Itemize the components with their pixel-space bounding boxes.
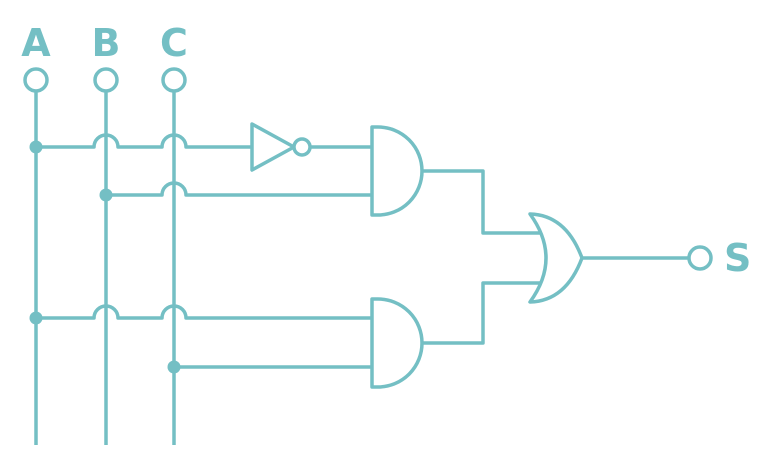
junction-dot-c xyxy=(167,360,181,374)
not-gate xyxy=(250,122,296,172)
or-gate xyxy=(528,212,584,304)
junction-dot-b xyxy=(99,188,113,202)
input-label-a: A xyxy=(21,21,51,65)
wire-a-to-not xyxy=(36,133,252,149)
and-gate-1 xyxy=(370,125,424,217)
junction-dot-a-lower xyxy=(29,311,43,325)
junction-dot-a-upper xyxy=(29,140,43,154)
not-gate-bubble xyxy=(292,137,312,157)
wire-and2-to-or xyxy=(422,281,540,345)
output-terminal-s xyxy=(687,245,713,271)
wire-a-to-and2 xyxy=(36,304,372,320)
input-terminal-b xyxy=(93,67,119,93)
wire-and1-to-or xyxy=(422,169,540,235)
input-terminal-c xyxy=(161,67,187,93)
input-label-c: C xyxy=(160,21,188,65)
wire-b-to-and1 xyxy=(106,181,372,197)
input-label-b: B xyxy=(92,21,121,65)
and-gate-2 xyxy=(370,297,424,389)
input-terminal-a xyxy=(23,67,49,93)
output-label-s: S xyxy=(724,236,751,280)
